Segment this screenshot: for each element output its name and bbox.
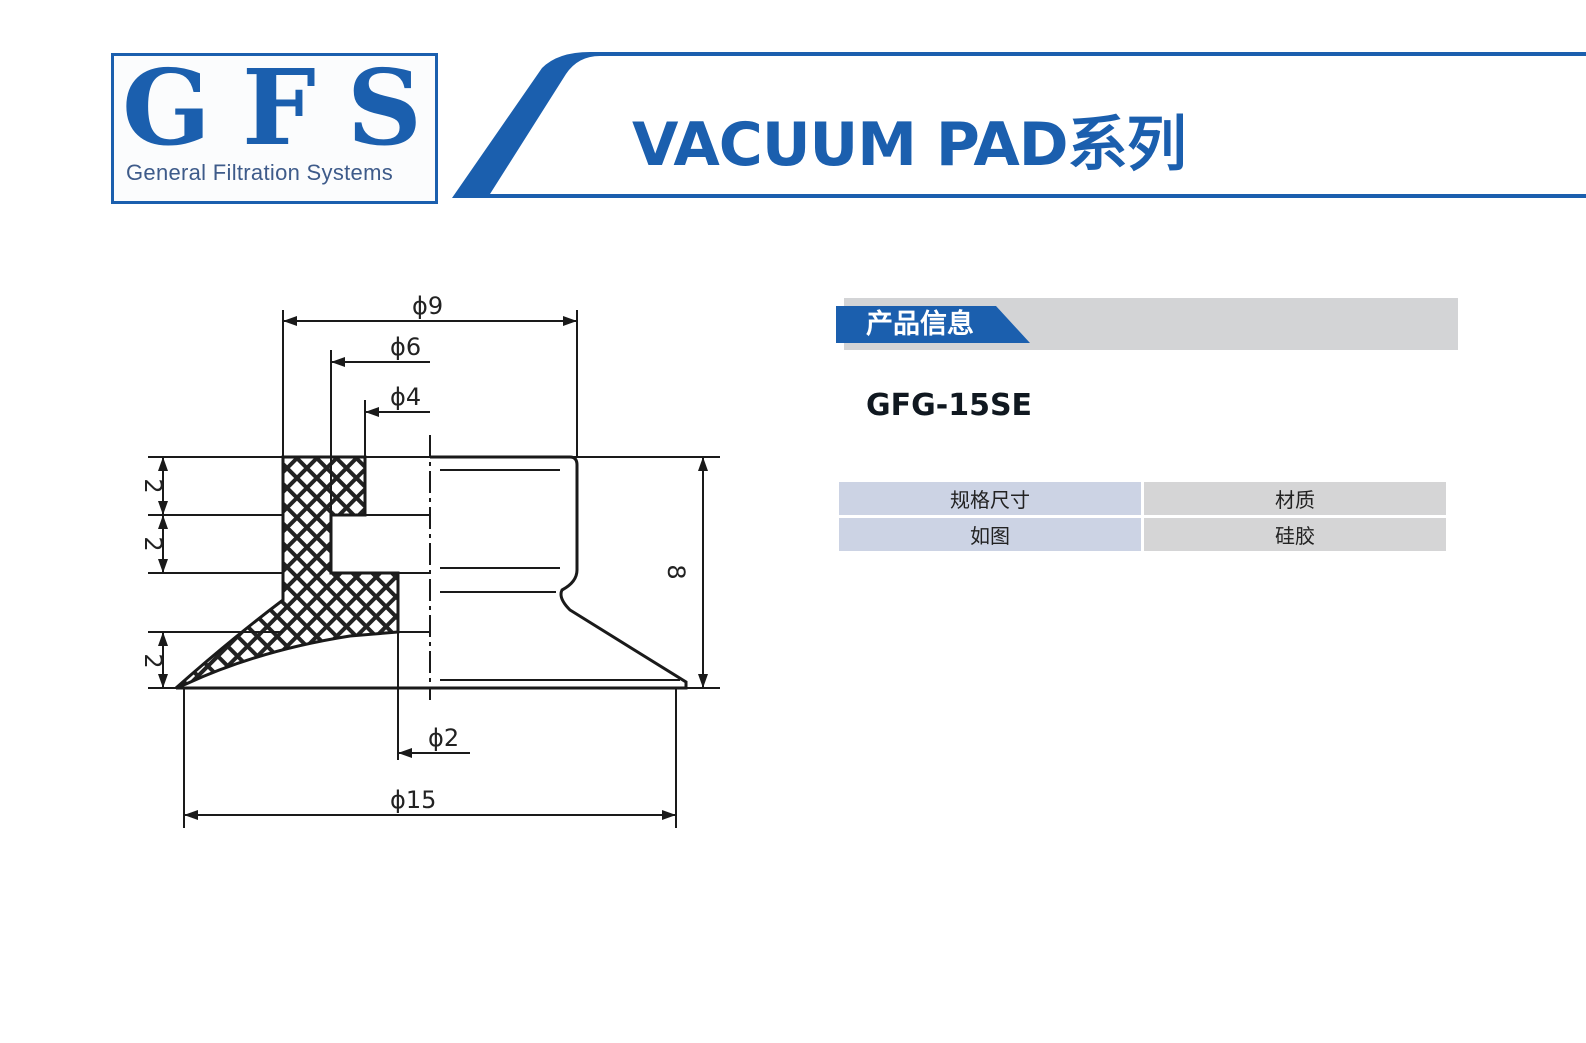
- section-label: 产品信息: [866, 309, 974, 340]
- dim-d2: ϕ2: [428, 724, 459, 752]
- spec-table: 规格尺寸 材质 如图 硅胶: [836, 479, 1449, 554]
- logo-letters: G F S: [122, 46, 422, 169]
- dim-d4: ϕ4: [390, 383, 421, 411]
- dim-h1: 2: [139, 478, 167, 493]
- cell-material: 硅胶: [1144, 518, 1446, 551]
- dim-h2: 2: [139, 536, 167, 551]
- header-material: 材质: [1144, 482, 1446, 515]
- logo-subtitle: General Filtration Systems: [126, 160, 393, 185]
- header-banner: [452, 52, 1586, 198]
- table-row: 如图 硅胶: [839, 518, 1446, 551]
- page-title: VACUUM PAD系列: [632, 110, 1187, 180]
- dim-d9: ϕ9: [412, 292, 443, 320]
- table-header-row: 规格尺寸 材质: [839, 482, 1446, 515]
- cell-size: 如图: [839, 518, 1141, 551]
- dim-total-height: 8: [662, 564, 690, 579]
- gfs-logo: G F S General Filtration Systems: [111, 53, 438, 204]
- dim-h3: 2: [139, 653, 167, 668]
- model-number: GFG-15SE: [866, 388, 1033, 423]
- header-size: 规格尺寸: [839, 482, 1141, 515]
- dim-d6: ϕ6: [390, 333, 421, 361]
- section-tab: [836, 306, 1030, 343]
- vacuum-pad-drawing: ϕ9 ϕ6 ϕ4 ϕ2 ϕ15 2 2 2 8: [139, 292, 720, 828]
- dim-d15: ϕ15: [390, 786, 436, 814]
